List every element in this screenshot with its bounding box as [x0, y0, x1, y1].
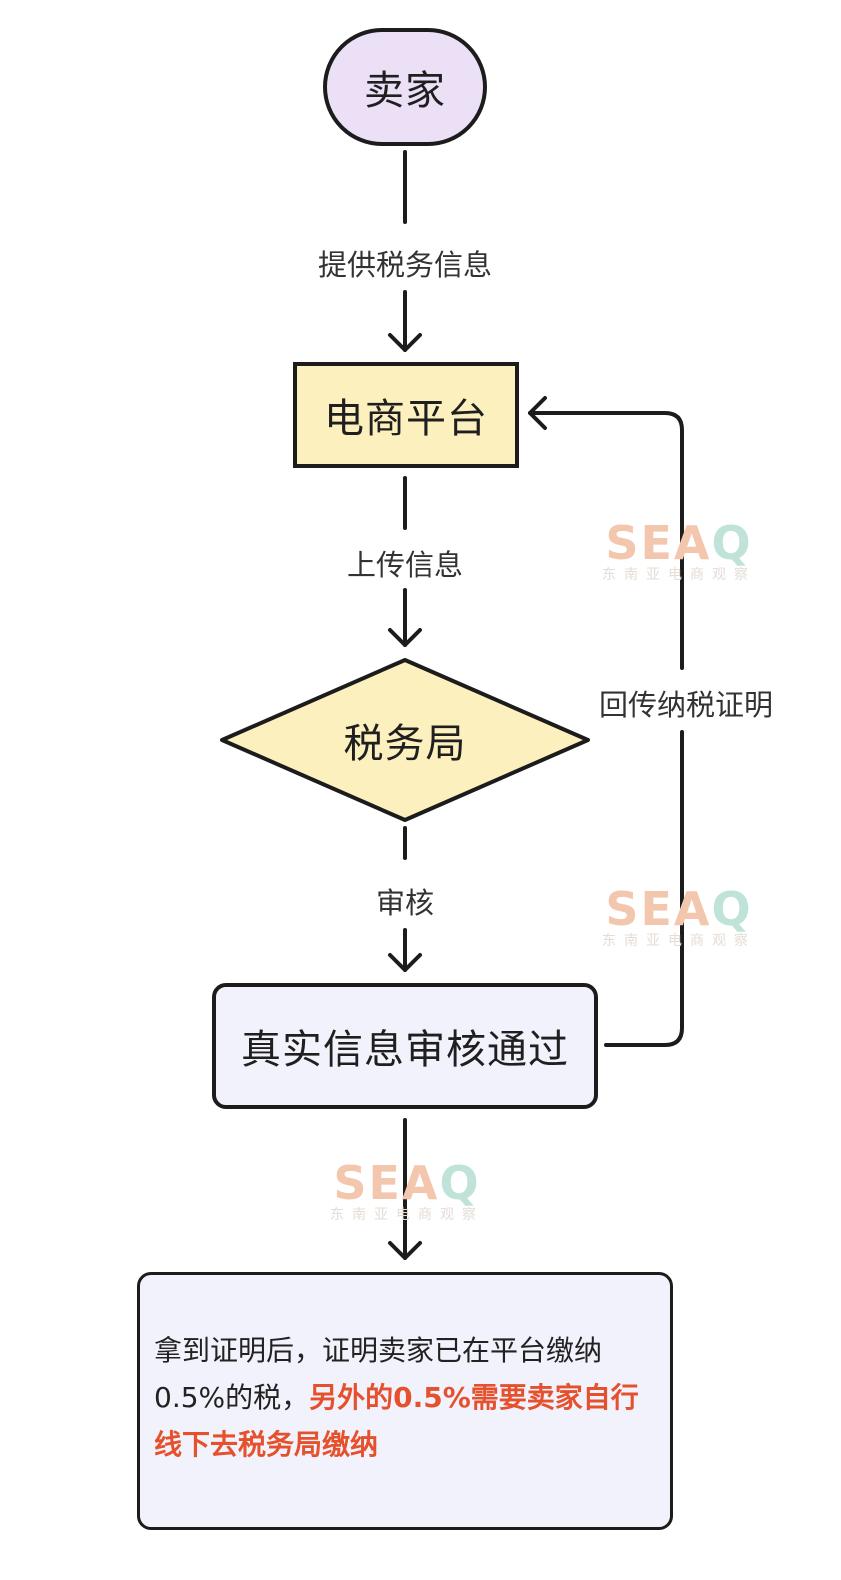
- watermark-subtitle: 东南亚电商观察: [602, 567, 756, 583]
- edge-label-provide-tax-info: 提供税务信息: [300, 238, 510, 288]
- edge-label-return-certificate: 回传纳税证明: [580, 678, 792, 728]
- tax-bureau-node-shape: [220, 658, 590, 822]
- note-text-normal: 拿到证明后，证明卖家已在平台缴纳0.5%的税，: [154, 1334, 603, 1414]
- platform-node-shape: [293, 362, 519, 468]
- note-text-highlight: 另外的0.5%需要卖家自行线下去税务局缴纳: [154, 1381, 639, 1461]
- arrowhead-bureau: [388, 628, 422, 647]
- arrowhead-return: [528, 396, 547, 430]
- edge-return-upper: [528, 411, 684, 670]
- verified-node-shape: [212, 983, 598, 1109]
- arrowhead-platform: [388, 333, 422, 352]
- watermark-subtitle: 东南亚电商观察: [330, 1207, 484, 1223]
- watermark-logo: SEAQ 东南亚电商观察: [324, 1160, 490, 1224]
- watermark-logo: SEAQ 东南亚电商观察: [596, 520, 762, 584]
- watermark-subtitle: 东南亚电商观察: [602, 933, 756, 949]
- note-box: 拿到证明后，证明卖家已在平台缴纳0.5%的税，另外的0.5%需要卖家自行线下去税…: [137, 1272, 673, 1530]
- edge-label-upload-info: 上传信息: [330, 538, 480, 588]
- arrowhead-note: [388, 1241, 422, 1260]
- watermark-logo: SEAQ 东南亚电商观察: [596, 886, 762, 950]
- watermark-logo-sea: SEA: [333, 1156, 440, 1210]
- seller-node-label: 卖家: [364, 68, 446, 114]
- tax-bureau-node-label: 税务局: [343, 721, 467, 767]
- edge-label-review: 审核: [360, 876, 450, 926]
- watermark-logo-q: Q: [711, 882, 753, 936]
- watermark-logo-q: Q: [439, 1156, 481, 1210]
- seller-node-shape: [323, 28, 487, 146]
- edge-return-lower: [604, 730, 684, 1047]
- platform-node-label: 电商平台: [324, 396, 488, 442]
- watermark-logo-sea: SEA: [605, 882, 712, 936]
- verified-node-label: 真实信息审核通过: [241, 1027, 569, 1073]
- watermark-logo-sea: SEA: [605, 516, 712, 570]
- arrowhead-verified: [388, 953, 422, 972]
- watermark-logo-q: Q: [711, 516, 753, 570]
